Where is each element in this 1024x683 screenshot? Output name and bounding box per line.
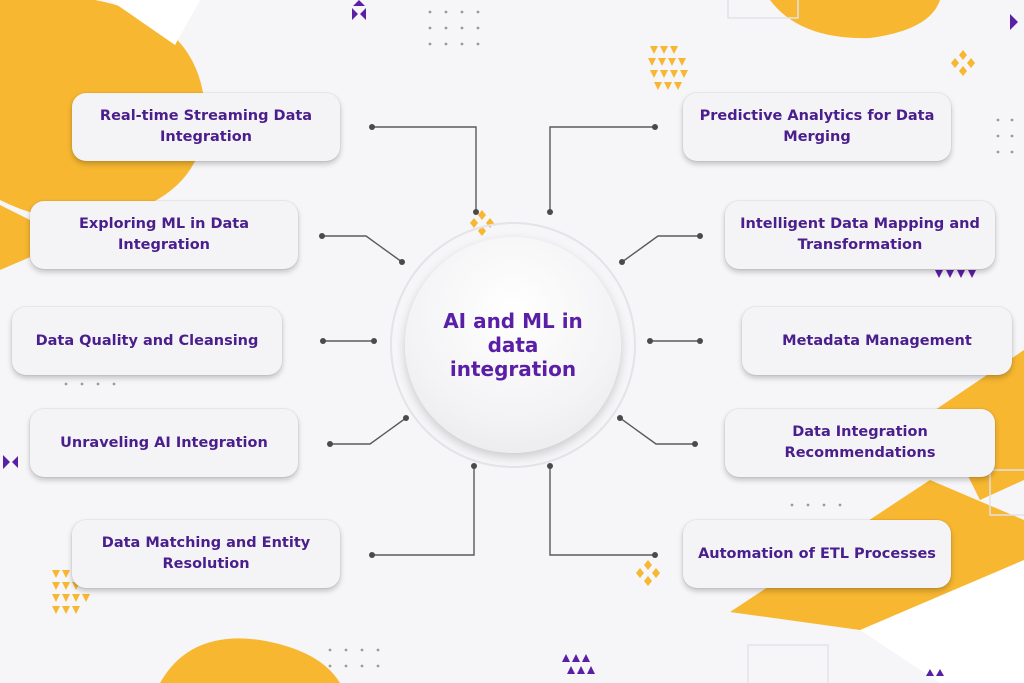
topic-label: Data Matching and Entity Resolution bbox=[101, 535, 311, 572]
connector-1 bbox=[372, 126, 477, 212]
purple-triangles bbox=[3, 0, 1018, 676]
connector-10 bbox=[549, 466, 655, 556]
dot-grids bbox=[64, 10, 1014, 668]
topic-card-unraveling-ai: Unraveling AI Integration bbox=[30, 409, 298, 477]
topic-card-etl-automation: Automation of ETL Processes bbox=[683, 520, 951, 588]
connector-dot bbox=[647, 338, 653, 344]
connector-dot bbox=[369, 552, 375, 558]
topic-card-exploring-ml: Exploring ML in Data Integration bbox=[30, 201, 298, 269]
topic-label: Unraveling AI Integration bbox=[60, 434, 268, 451]
connector-dot bbox=[369, 124, 375, 130]
connector-dot bbox=[371, 338, 377, 344]
connector-dot bbox=[547, 209, 553, 215]
white-triangle-top-left bbox=[110, 0, 200, 45]
orange-blob-top-right bbox=[770, 0, 940, 39]
connector-dot bbox=[619, 259, 625, 265]
topic-card-integration-recommendations: Data Integration Recommendations bbox=[725, 409, 995, 477]
orange-triangles-top bbox=[648, 46, 688, 90]
connector-4 bbox=[330, 417, 407, 445]
connector-dot bbox=[697, 233, 703, 239]
outline-squares bbox=[727, 0, 1024, 683]
connector-9 bbox=[619, 417, 695, 445]
connector-5 bbox=[372, 466, 475, 556]
connector-dot bbox=[471, 463, 477, 469]
topic-label: Metadata Management bbox=[782, 332, 972, 349]
topic-card-metadata-management: Metadata Management bbox=[742, 307, 1012, 375]
topic-label: Real-time Streaming Data Integration bbox=[99, 108, 313, 145]
connector-2 bbox=[322, 235, 403, 263]
topic-label: Data Quality and Cleansing bbox=[35, 332, 259, 349]
white-triangle-bottom-right bbox=[860, 560, 1024, 683]
connector-dot bbox=[319, 233, 325, 239]
orange-blob-bottom-center bbox=[160, 638, 340, 683]
topic-card-data-matching: Data Matching and Entity Resolution bbox=[72, 520, 340, 588]
topic-label: Intelligent Data Mapping and Transformat… bbox=[740, 216, 980, 253]
topic-card-intelligent-mapping: Intelligent Data Mapping and Transformat… bbox=[725, 201, 995, 269]
connector-dot bbox=[697, 338, 703, 344]
topic-label: Predictive Analytics for Data Merging bbox=[699, 108, 935, 145]
connector-dot bbox=[403, 415, 409, 421]
connector-7 bbox=[621, 235, 700, 263]
hub-title: AI and ML in data integration bbox=[443, 309, 583, 381]
connector-dot bbox=[692, 441, 698, 447]
orange-triangles-bottom-left bbox=[52, 570, 90, 614]
connector-dot bbox=[399, 259, 405, 265]
topic-label: Automation of ETL Processes bbox=[698, 545, 936, 562]
connector-6 bbox=[549, 126, 655, 212]
connector-dot bbox=[652, 124, 658, 130]
topic-label: Exploring ML in Data Integration bbox=[78, 216, 250, 253]
topic-card-data-quality: Data Quality and Cleansing bbox=[12, 307, 282, 375]
connector-dot bbox=[327, 441, 333, 447]
hub-circle: AI and ML in data integration bbox=[405, 237, 621, 453]
topic-card-predictive-analytics: Predictive Analytics for Data Merging bbox=[683, 93, 951, 161]
connector-dot bbox=[473, 209, 479, 215]
connector-dot bbox=[617, 415, 623, 421]
hub-ring bbox=[390, 222, 636, 468]
topic-label: Data Integration Recommendations bbox=[784, 424, 936, 461]
connector-dot bbox=[652, 552, 658, 558]
connector-dot bbox=[320, 338, 326, 344]
connector-dot bbox=[547, 463, 553, 469]
topic-card-realtime-streaming: Real-time Streaming Data Integration bbox=[72, 93, 340, 161]
